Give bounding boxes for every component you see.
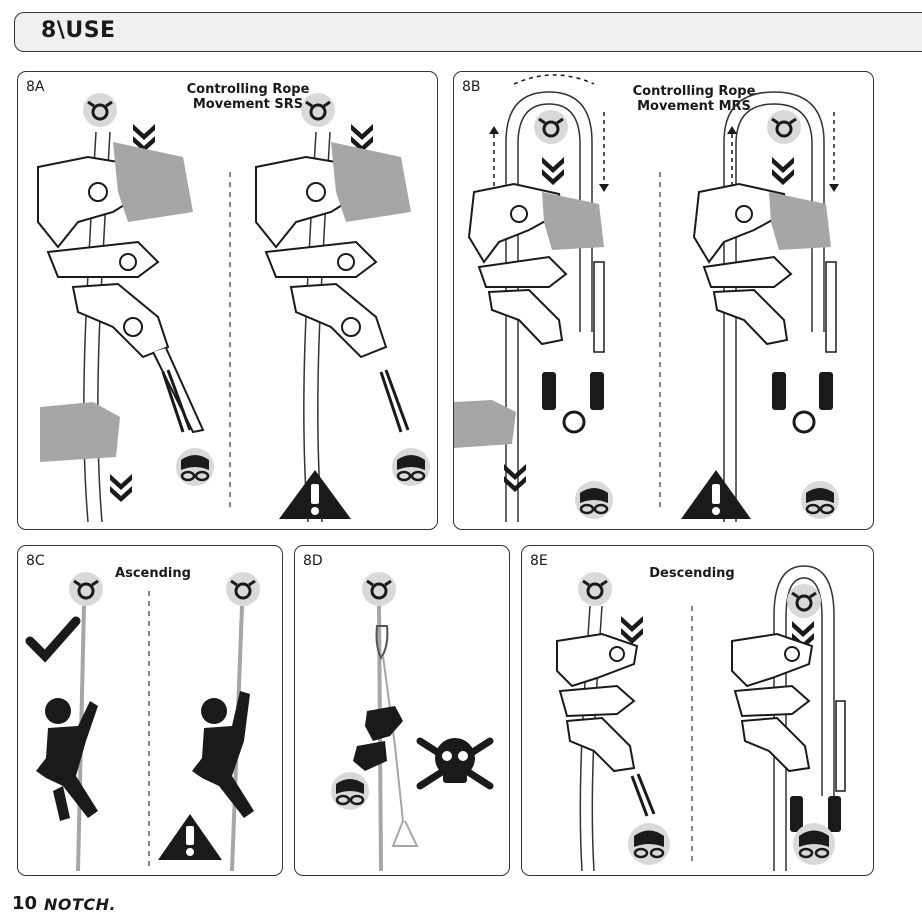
- anchor-icon: [83, 93, 117, 127]
- illustration-8b: [454, 74, 839, 522]
- illustration-8a: [37, 93, 430, 523]
- panel-8c: 8C Ascending: [17, 545, 283, 876]
- panel-label: 8B: [462, 79, 481, 95]
- panel-8d: 8D: [294, 545, 510, 876]
- device-illustration: [353, 706, 403, 771]
- skull-crossbones-icon: [416, 737, 494, 790]
- lanyard-illustration: [542, 261, 837, 434]
- panel-8a: 8A Controlling Rope Movement SRS: [17, 71, 438, 530]
- anchor-icon: [69, 572, 103, 606]
- warning-icon: [279, 470, 351, 519]
- hand-icon: [454, 192, 831, 448]
- illustration-8e: [556, 565, 846, 872]
- panel-caption: Controlling Rope Movement MRS: [632, 84, 756, 114]
- climber-icon: [36, 698, 98, 821]
- page-number: 10: [12, 893, 38, 914]
- harness-icon: [176, 448, 214, 486]
- panel-label: 8E: [530, 553, 548, 569]
- panel-caption: Ascending: [115, 566, 191, 581]
- section-title: 8\USE: [41, 18, 116, 43]
- anchor-icon: [578, 572, 612, 606]
- checkmark-icon: [25, 616, 81, 663]
- climber-icon: [192, 691, 254, 818]
- brand-logo: NOTCH.: [44, 895, 117, 914]
- lanyard-illustration: [630, 700, 846, 832]
- carabiner-icon: [375, 625, 389, 660]
- harness-icon: [331, 772, 369, 810]
- panel-label: 8D: [303, 553, 323, 569]
- anchor-icon: [362, 572, 396, 606]
- harness-icon: [801, 481, 839, 519]
- anchor-icon: [534, 110, 568, 144]
- panel-label: 8A: [26, 79, 45, 95]
- section-header: 8\USE: [14, 12, 922, 52]
- anchor-icon: [767, 110, 801, 144]
- harness-icon: [575, 481, 613, 519]
- hand-icon: [40, 142, 411, 462]
- anchor-icon: [301, 93, 335, 127]
- panel-label: 8C: [26, 553, 45, 569]
- anchor-icon: [226, 572, 260, 606]
- panel-caption: Descending: [649, 566, 735, 581]
- warning-icon: [158, 814, 222, 860]
- illustration-8d: [331, 572, 494, 872]
- harness-icon: [392, 448, 430, 486]
- arrow-down-icon: [110, 474, 132, 502]
- panel-caption: Controlling Rope Movement SRS: [186, 82, 310, 112]
- harness-icon: [628, 823, 670, 865]
- panel-8b: 8B Controlling Rope Movement MRS: [453, 71, 874, 530]
- arrow-down-icon: [504, 157, 794, 492]
- illustration-8c: [25, 572, 260, 872]
- device-illustration: [467, 182, 793, 346]
- warning-icon: [681, 470, 751, 519]
- panel-8e: 8E Descending: [521, 545, 874, 876]
- device-illustration: [556, 632, 814, 773]
- anchor-icon: [787, 584, 821, 618]
- harness-icon: [793, 823, 835, 865]
